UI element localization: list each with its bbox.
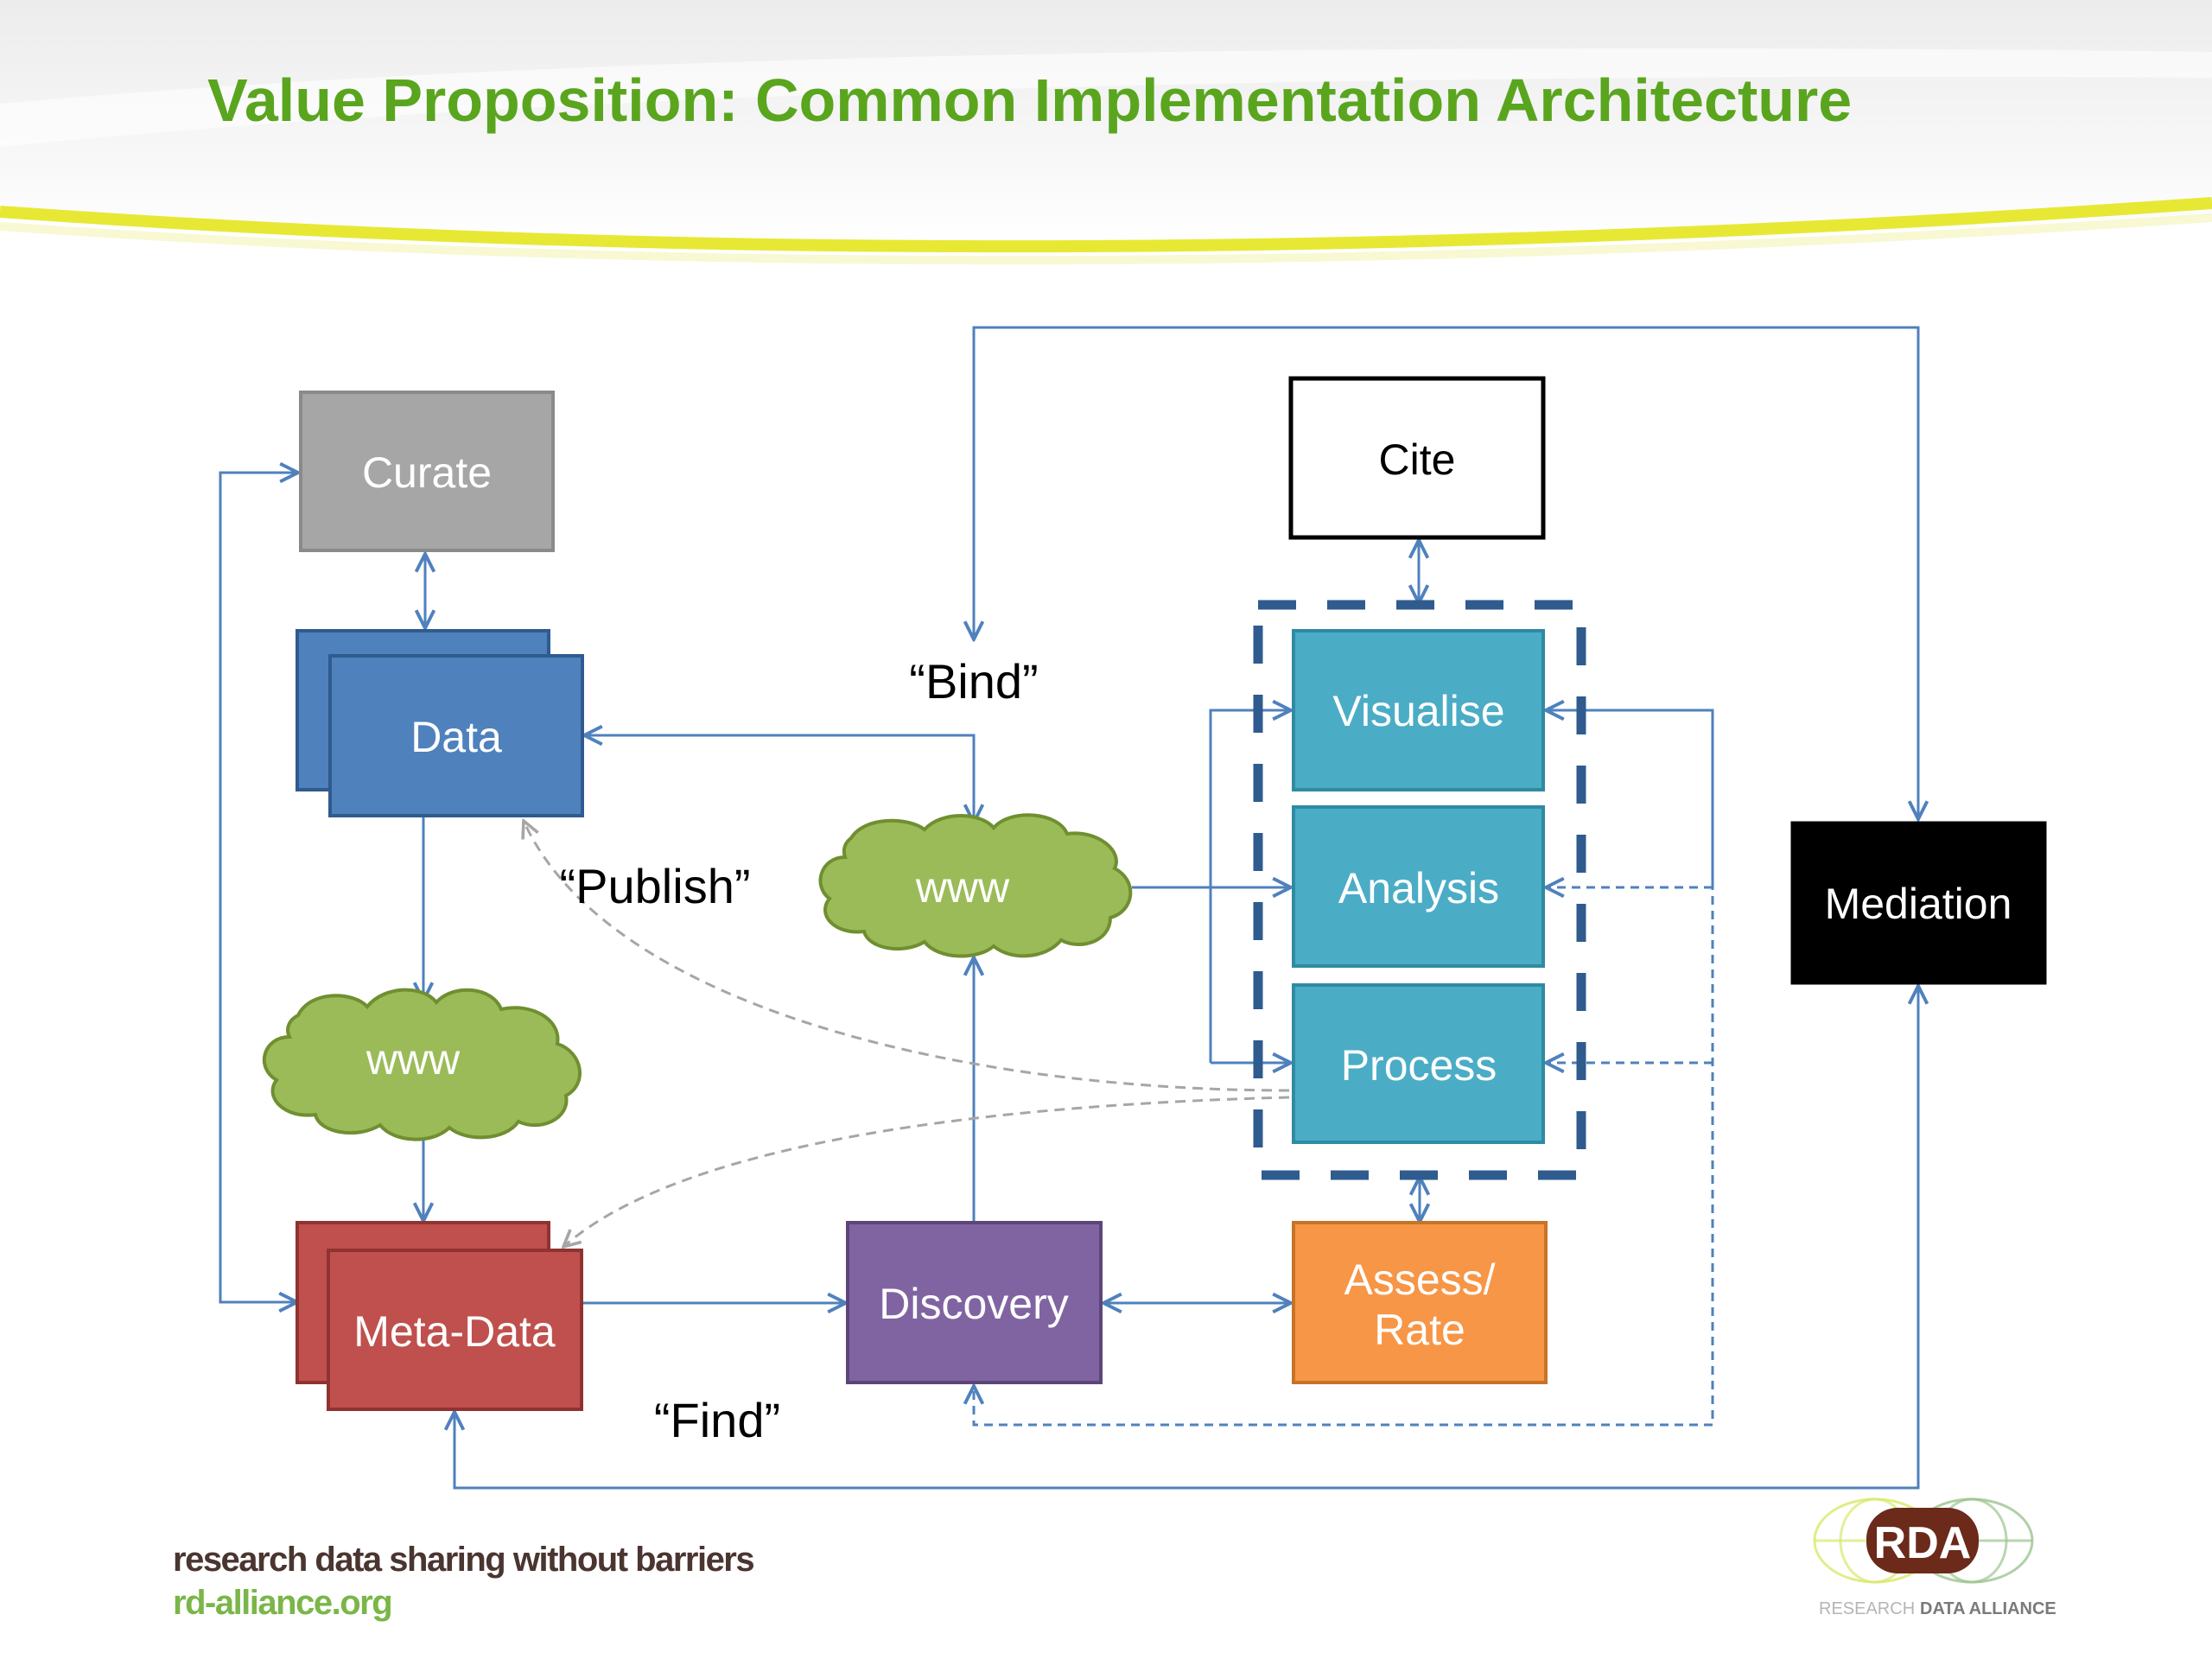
node-assess-rate-label-line1: Assess/ — [1344, 1255, 1495, 1304]
connectors — [219, 326, 1918, 1490]
node-cite[interactable]: Cite — [1288, 376, 1546, 540]
yellow-swoosh — [0, 197, 2212, 253]
node-discovery-label: Discovery — [879, 1280, 1068, 1328]
annotation-find: “Find” — [654, 1393, 780, 1447]
analysis-group-dashed-box — [1253, 600, 1586, 1180]
node-data-front — [328, 654, 584, 817]
node-assess-rate[interactable]: Assess/ Rate — [1292, 1221, 1548, 1384]
curve-publish — [524, 821, 1290, 1092]
dashed-connectors — [974, 881, 1714, 1427]
node-www-center[interactable]: www — [818, 813, 1133, 958]
node-visualise[interactable]: Visualise — [1292, 629, 1545, 791]
node-curate-label: Curate — [362, 448, 492, 497]
rda-badge — [1866, 1508, 1979, 1573]
node-data-label: Data — [410, 713, 502, 761]
connector-data-bind — [584, 735, 974, 823]
annotation-bind: “Bind” — [909, 654, 1038, 709]
slide-title: Value Proposition: Common Implementation… — [207, 67, 1852, 134]
cloud-shape-left — [262, 988, 582, 1141]
node-mediation-label: Mediation — [1825, 880, 2012, 928]
rda-acronym: RDA — [1874, 1518, 1972, 1568]
node-meta-data-label: Meta-Data — [353, 1307, 556, 1356]
node-discovery[interactable]: Discovery — [846, 1221, 1103, 1384]
node-data[interactable]: Data — [296, 629, 584, 817]
footer-tagline: research data sharing without barriers — [173, 1541, 753, 1579]
connector-left-loop-curate — [219, 473, 298, 1302]
annotation-publish: “Publish” — [560, 859, 751, 913]
node-meta-data-front — [327, 1249, 583, 1411]
node-process-label: Process — [1341, 1041, 1497, 1090]
curve-find — [563, 1096, 1290, 1247]
footer-url[interactable]: rd-alliance.org — [173, 1584, 393, 1622]
publish-find-curves — [524, 821, 1290, 1247]
connector-branch-visualise — [1209, 710, 1291, 1063]
connector-right-discovery — [974, 881, 1714, 1427]
node-www-center-label: www — [915, 863, 1010, 912]
rda-name-part1: RESEARCH — [1819, 1599, 1915, 1618]
node-meta-data[interactable]: Meta-Data — [296, 1221, 583, 1411]
node-analysis[interactable]: Analysis — [1292, 805, 1545, 968]
node-process[interactable]: Process — [1292, 983, 1545, 1144]
node-www-left-label: www — [365, 1035, 461, 1084]
node-assess-rate-label-line2: Rate — [1374, 1306, 1465, 1354]
node-analysis-label: Analysis — [1338, 864, 1499, 912]
header-background — [0, 0, 2212, 265]
node-www-left[interactable]: www — [262, 988, 582, 1141]
node-mediation[interactable]: Mediation — [1790, 821, 2047, 985]
rda-name-part2: DATA ALLIANCE — [1920, 1599, 2056, 1618]
cloud-shape-center — [818, 813, 1133, 958]
connector-bottom-loop — [454, 986, 1918, 1490]
node-curate[interactable]: Curate — [299, 391, 555, 552]
node-visualise-label: Visualise — [1332, 687, 1504, 735]
rda-logo: RDA RESEARCH DATA ALLIANCE — [1813, 1497, 2056, 1618]
node-cite-label: Cite — [1379, 435, 1456, 484]
connector-right-visualise — [1546, 710, 1714, 881]
connector-top-loop — [974, 326, 1918, 819]
